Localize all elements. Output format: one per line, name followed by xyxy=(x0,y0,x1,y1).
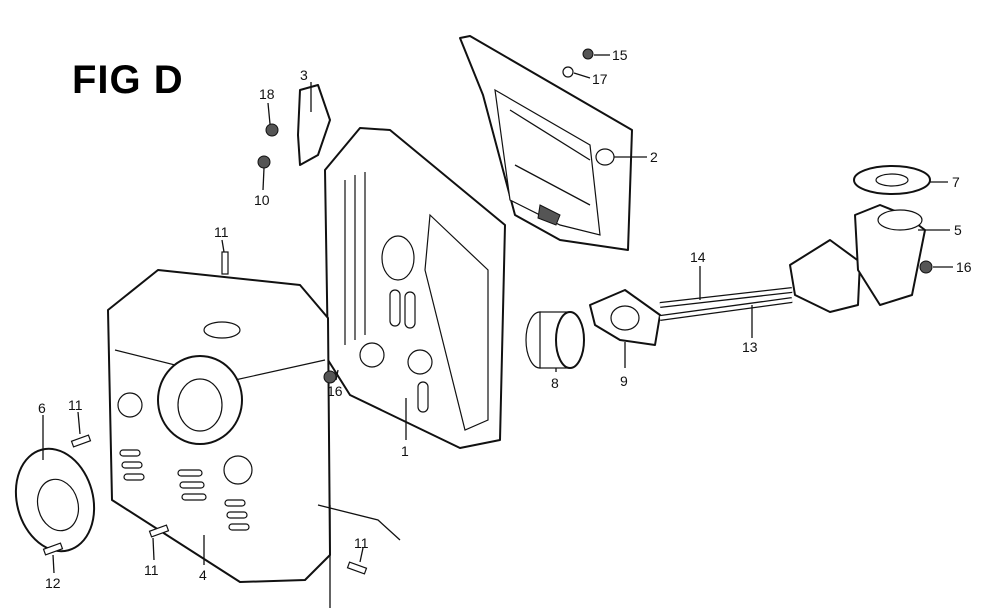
callout-9: 9 xyxy=(620,373,628,389)
callout-16-left: 16 xyxy=(327,383,343,399)
callout-1: 1 xyxy=(401,443,409,459)
callout-16-right: 16 xyxy=(956,259,972,275)
gasket-part xyxy=(589,289,661,346)
callout-12: 12 xyxy=(45,575,61,591)
leader-lines xyxy=(42,54,953,574)
fasteners xyxy=(42,48,933,575)
callout-11-lower: 11 xyxy=(354,535,369,551)
callout-3: 3 xyxy=(300,67,308,83)
exhaust-pipe-part xyxy=(789,204,926,313)
callout-17: 17 xyxy=(592,71,608,87)
exhaust-gasket-part xyxy=(853,165,931,195)
heat-shield-part xyxy=(459,35,633,251)
callout-14: 14 xyxy=(690,249,706,265)
callout-2: 2 xyxy=(650,149,658,165)
callout-11-bottom: 11 xyxy=(144,562,159,578)
callout-11-top: 11 xyxy=(214,224,229,240)
stud-bolts xyxy=(659,287,793,321)
end-cap-part xyxy=(14,447,96,553)
callout-13: 13 xyxy=(742,339,758,355)
spark-arrester-part xyxy=(525,311,585,369)
callout-11-left: 11 xyxy=(68,397,83,413)
callout-5: 5 xyxy=(954,222,962,238)
callout-8: 8 xyxy=(551,375,559,391)
callout-15: 15 xyxy=(612,47,628,63)
callout-6: 6 xyxy=(38,400,46,416)
callout-labels: 3 18 10 15 17 2 7 5 16 14 13 9 8 1 16 11… xyxy=(38,47,972,591)
bracket-part xyxy=(297,84,331,166)
callout-10: 10 xyxy=(254,192,270,208)
muffler-protector-part xyxy=(107,269,331,583)
callout-7: 7 xyxy=(952,174,960,190)
muffler-body-part xyxy=(324,127,506,449)
callout-18: 18 xyxy=(259,86,275,102)
figure-title: FIG D xyxy=(72,58,184,102)
callout-4: 4 xyxy=(199,567,207,583)
